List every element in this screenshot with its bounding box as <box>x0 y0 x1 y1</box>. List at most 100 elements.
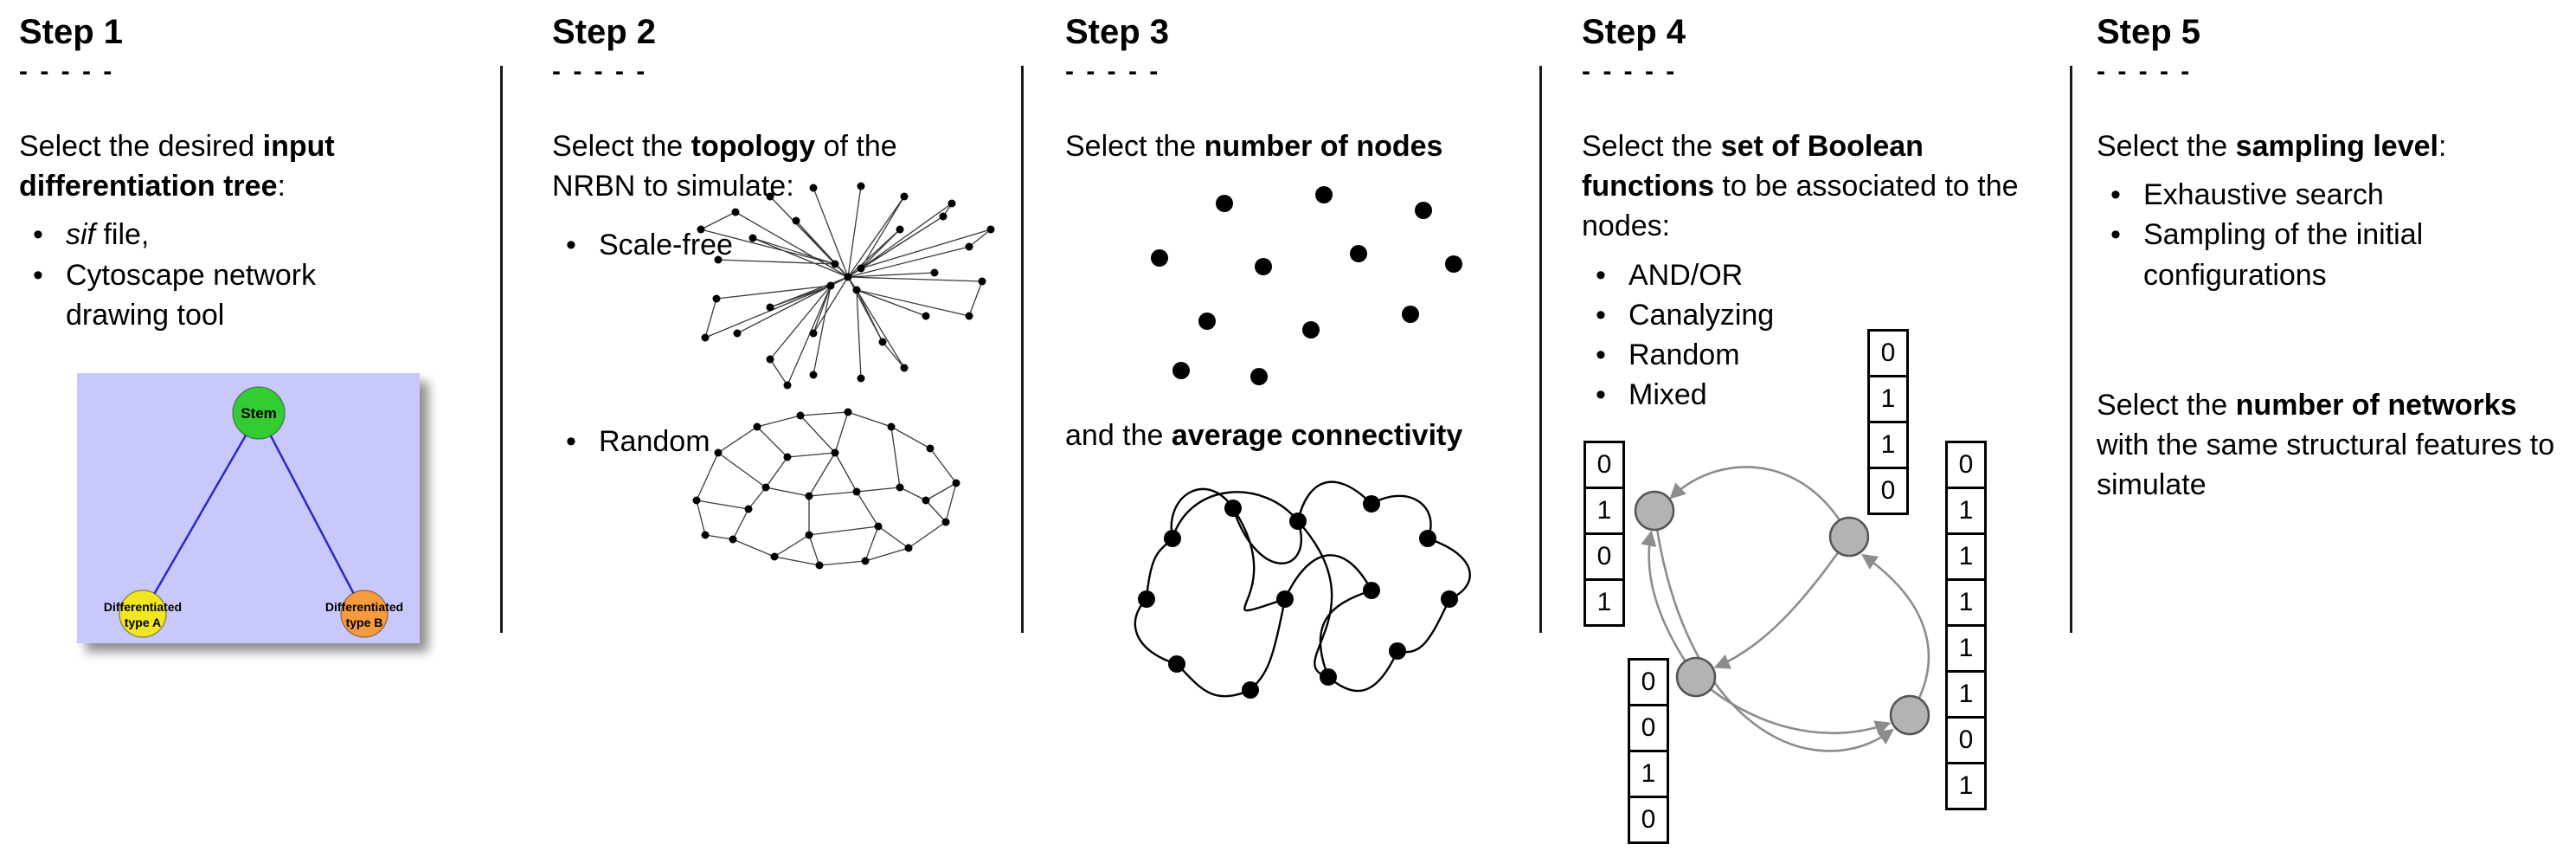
intro-bold-text: topology <box>691 130 816 163</box>
svg-text:Differentiated: Differentiated <box>104 600 182 614</box>
scale-free-network-svg <box>697 182 995 390</box>
bullet-random-functions: Random <box>1582 335 2045 375</box>
step-2-intro: Select the topology of the NRBN to simul… <box>552 126 985 206</box>
bullet-text: Exhaustive search <box>2143 178 2384 212</box>
table-cell: 0 <box>1584 532 1625 581</box>
bullet-text: Cytoscape network drawing tool <box>66 258 317 332</box>
step-4-bullet-list: AND/OR Canalyzing Random Mixed <box>1582 255 2045 416</box>
step-5-title: Step 5 <box>2097 13 2201 51</box>
table-cell: 1 <box>1945 624 1987 673</box>
bullet-canalyzing: Canalyzing <box>1582 295 2045 335</box>
tree-edges <box>141 412 366 615</box>
step-4-intro: Select the set of Boolean functions to b… <box>1582 126 2045 247</box>
intro-bold-text: sampling level <box>2235 130 2438 163</box>
bullet-text: Canalyzing <box>1628 298 1775 332</box>
paragraph-bold-text: number of networks <box>2235 388 2517 422</box>
connectivity-network-svg <box>1134 480 1471 699</box>
step-4-title: Step 4 <box>1582 13 1686 51</box>
svg-text:type B: type B <box>346 616 383 629</box>
step-2-bullet-list: Scale-free Random <box>552 225 985 461</box>
random-network-svg <box>692 408 960 570</box>
bullet-cytoscape: Cytoscape network drawing tool <box>19 255 408 335</box>
table-cell: 1 <box>1867 421 1909 469</box>
node-dots <box>1151 186 1462 385</box>
column-divider-2 <box>1021 66 1024 633</box>
step-3-column: Step 3 - - - - - Select the number of no… <box>1065 12 1537 166</box>
step-4-dashes: - - - - - <box>1582 57 1678 86</box>
connectivity-nodes <box>1138 495 1458 699</box>
nodes-dots-figure <box>1129 184 1497 392</box>
scale-free-nodes <box>697 182 995 390</box>
step-5-column: Step 5 - - - - - Select the sampling lev… <box>2097 12 2568 506</box>
boolean-table-right: 0 1 1 1 1 1 0 1 <box>1945 441 1987 810</box>
differentiation-tree-svg: Stem Differentiated type A Differentiate… <box>77 373 420 643</box>
step-1-bullet-list: sif file, Cytoscape network drawing tool <box>19 215 408 335</box>
bullet-sif-file: sif file, <box>19 215 408 255</box>
boolean-network-svg <box>1634 466 1930 752</box>
connectivity-edges <box>1134 480 1471 698</box>
boolean-table-left: 0 1 0 1 <box>1584 441 1625 627</box>
stem-node: Stem <box>232 386 286 440</box>
scale-free-edges <box>700 185 992 386</box>
intro-text: : <box>2438 130 2447 163</box>
step-5-intro: Select the sampling level: <box>2097 126 2568 166</box>
step-1-dashes: - - - - - <box>19 57 115 86</box>
bullet-text: file, <box>95 218 150 252</box>
intro-text: Select the <box>1065 130 1204 163</box>
table-cell: 0 <box>1628 796 1669 844</box>
bullet-mixed: Mixed <box>1582 375 2045 415</box>
intro-text: Select the <box>2097 130 2236 163</box>
random-network-nodes <box>692 408 960 570</box>
boolean-table-top: 0 1 1 0 <box>1867 329 1909 515</box>
svg-text:Stem: Stem <box>241 405 277 422</box>
step-5-paragraph-2: Select the number of networks with the s… <box>2097 385 2568 506</box>
table-cell: 0 <box>1945 441 1987 489</box>
step-2-column: Step 2 - - - - - Select the topology of … <box>552 12 985 461</box>
intro-text: : <box>277 170 286 203</box>
bullet-text: AND/OR <box>1628 258 1744 292</box>
bullet-sampling-initial-configurations: Sampling of the initial configurations <box>2097 215 2568 294</box>
step-3-dashes: - - - - - <box>1065 57 1161 86</box>
line2-bold-text: average connectivity <box>1171 419 1463 452</box>
column-divider-1 <box>500 66 503 633</box>
bullet-text: Random <box>1628 338 1740 372</box>
table-cell: 0 <box>1628 704 1669 752</box>
step-3-intro: Select the number of nodes <box>1065 126 1537 166</box>
boolean-table-bottom-left: 0 0 1 0 <box>1628 658 1669 844</box>
svg-text:Differentiated: Differentiated <box>325 600 403 614</box>
intro-bold-text: input differentiation tree <box>19 130 335 203</box>
table-cell: 0 <box>1584 441 1625 489</box>
random-network-edges <box>696 411 957 566</box>
bullet-text: Mixed <box>1628 378 1707 412</box>
bullet-text: Scale-free <box>599 229 733 262</box>
bullet-scale-free: Scale-free <box>552 225 985 265</box>
table-cell: 1 <box>1628 750 1669 798</box>
table-cell: 0 <box>1628 658 1669 706</box>
table-cell: 1 <box>1584 578 1625 627</box>
boolean-network-nodes <box>1634 490 1930 736</box>
intro-bold-text: set of Boolean functions <box>1582 130 1924 203</box>
table-cell: 1 <box>1945 762 1987 810</box>
table-cell: 1 <box>1945 532 1987 581</box>
connectivity-network-figure <box>1112 469 1475 729</box>
table-cell: 0 <box>1867 329 1909 377</box>
table-cell: 0 <box>1867 467 1909 515</box>
table-cell: 1 <box>1945 578 1987 627</box>
nodes-dots-svg <box>1151 186 1462 385</box>
intro-text: Select the <box>1582 130 1721 163</box>
differentiated-type-a-node: Differentiated type A <box>104 590 182 638</box>
bullet-text: Sampling of the initial configurations <box>2143 218 2424 292</box>
step-2-dashes: - - - - - <box>552 57 648 86</box>
scale-free-network-figure <box>684 177 1004 390</box>
step-1-column: Step 1 - - - - - Select the desired inpu… <box>19 12 408 335</box>
boolean-network-arrows <box>1641 466 1930 752</box>
bullet-italic-text: sif <box>66 218 95 252</box>
step-2-title: Step 2 <box>552 13 657 51</box>
step-3-title: Step 3 <box>1065 13 1170 51</box>
differentiation-tree-figure: Stem Differentiated type A Differentiate… <box>77 373 432 655</box>
bullet-text: Random <box>599 424 710 458</box>
table-cell: 1 <box>1945 670 1987 719</box>
svg-text:type A: type A <box>125 616 161 629</box>
differentiated-type-b-node: Differentiated type B <box>325 590 403 638</box>
